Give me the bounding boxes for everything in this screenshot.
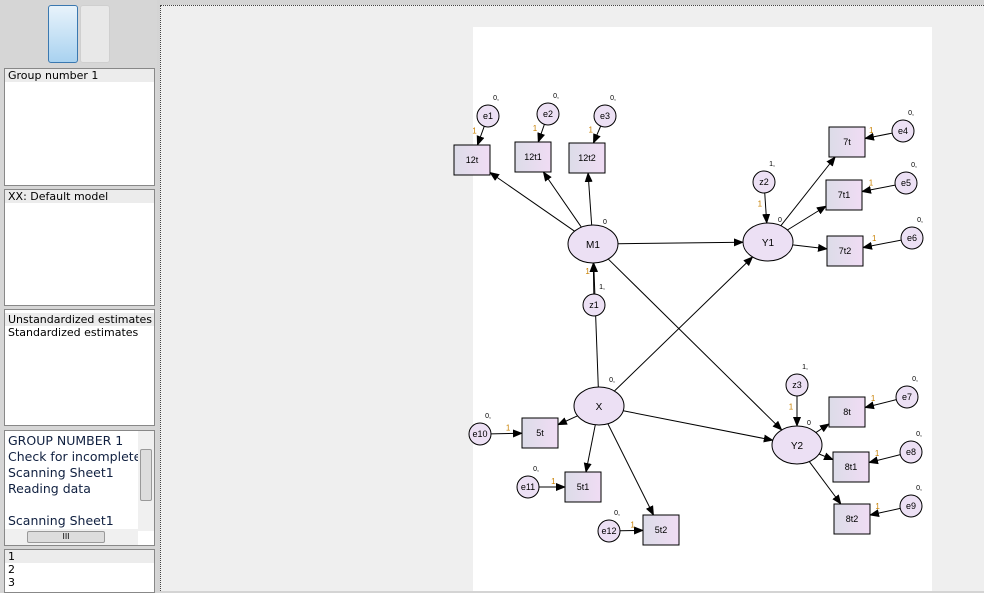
error-label: e2: [543, 109, 553, 119]
path-arrow-z2-Y1: [765, 193, 767, 223]
variance-label: 0,: [912, 376, 918, 383]
variance-label: 0,: [908, 110, 914, 117]
path-arrow-X-5t1: [586, 425, 595, 472]
weight-label: 1: [533, 124, 538, 133]
observed-label: 7t: [843, 137, 851, 147]
variance-label: 0,: [614, 510, 620, 517]
variance-label: 0,: [553, 93, 559, 100]
path-arrow-X-5t2: [608, 424, 654, 515]
path-arrow-e7-8t: [865, 400, 896, 408]
mean-label: 0: [807, 420, 811, 427]
observed-label: 7t2: [839, 246, 852, 256]
observed-label: 12t1: [524, 152, 542, 162]
path-arrow-M1-12t: [490, 172, 575, 231]
variance-label: 1,: [802, 364, 808, 371]
error-label: e6: [907, 233, 917, 243]
latent-label: X: [596, 402, 603, 413]
weight-label: 1: [551, 477, 556, 486]
latent-label: M1: [586, 240, 600, 251]
path-arrow-M1-12t1: [543, 172, 581, 227]
latent-label: Y1: [762, 238, 775, 249]
observed-label: 7t1: [838, 190, 851, 200]
error-label: z1: [589, 300, 599, 310]
mean-label: 0: [778, 217, 782, 224]
path-arrow-e8-8t1: [869, 455, 900, 463]
error-label: z3: [792, 380, 802, 390]
error-label: e11: [521, 482, 535, 492]
observed-label: 8t1: [845, 462, 858, 472]
error-label: e5: [901, 178, 911, 188]
variance-label: 0,: [917, 217, 923, 224]
observed-label: 8t2: [846, 514, 859, 524]
variance-label: 0,: [610, 95, 616, 102]
error-label: z2: [759, 177, 769, 187]
path-arrow-e10-5t: [491, 433, 522, 434]
variance-label: 0,: [493, 95, 499, 102]
variance-label: 0,: [916, 431, 922, 438]
mean-label: 0,: [609, 377, 615, 384]
path-arrow-Y2-8t1: [819, 454, 833, 460]
observed-label: 12t2: [578, 153, 596, 163]
path-arrow-X-5t: [558, 416, 578, 425]
variance-label: 0,: [485, 413, 491, 420]
weight-label: 1: [871, 394, 876, 403]
path-arrow-M1-Y1: [618, 242, 743, 243]
path-arrow-Y2-8t: [816, 424, 829, 433]
path-arrow-M1-12t2: [588, 173, 592, 225]
observed-label: 5t2: [655, 525, 668, 535]
path-arrow-X-M1: [594, 263, 599, 387]
weight-label: 1: [472, 127, 477, 136]
path-arrow-z1-M1: [593, 263, 594, 294]
latent-label: Y2: [791, 441, 804, 452]
observed-label: 12t: [466, 155, 479, 165]
observed-label: 8t: [843, 407, 851, 417]
weight-label: 1: [875, 502, 880, 511]
weight-label: 1: [789, 403, 794, 412]
weight-label: 1: [630, 521, 635, 530]
path-arrow-X-Y1: [614, 257, 752, 391]
error-label: e8: [906, 447, 916, 457]
error-label: e10: [472, 429, 487, 439]
variance-label: 0,: [533, 466, 539, 473]
path-arrow-e2-12t1: [538, 124, 544, 142]
error-label: e7: [902, 392, 912, 402]
error-label: e9: [906, 501, 916, 511]
weight-label: 1: [588, 125, 593, 134]
path-arrow-e1-12t: [477, 126, 484, 145]
variance-label: 0,: [916, 485, 922, 492]
error-label: e3: [600, 111, 610, 121]
path-arrow-e3-12t2: [593, 126, 600, 143]
path-arrow-M1-Y2: [608, 259, 781, 430]
path-arrow-e6-7t2: [863, 240, 901, 247]
mean-label: 0: [603, 219, 607, 226]
variance-label: 0,: [911, 162, 917, 169]
error-label: e12: [601, 526, 616, 536]
path-arrow-e5-7t1: [862, 185, 895, 191]
path-arrow-Y1-7t2: [793, 245, 827, 249]
error-label: e1: [483, 111, 493, 121]
variance-label: 1,: [769, 161, 775, 168]
weight-label: 1: [506, 424, 511, 433]
weight-label: 1: [875, 449, 880, 458]
variance-label: 1,: [599, 284, 605, 291]
weight-label: 1: [869, 179, 874, 188]
error-label: e4: [898, 126, 908, 136]
path-arrow-X-Y2: [623, 411, 773, 440]
weight-label: 1: [869, 126, 874, 135]
observed-label: 5t: [536, 428, 544, 438]
weight-label: 1: [872, 234, 877, 243]
weight-label: 1: [758, 200, 763, 209]
observed-label: 5t1: [577, 482, 590, 492]
weight-label: 1: [585, 267, 590, 276]
